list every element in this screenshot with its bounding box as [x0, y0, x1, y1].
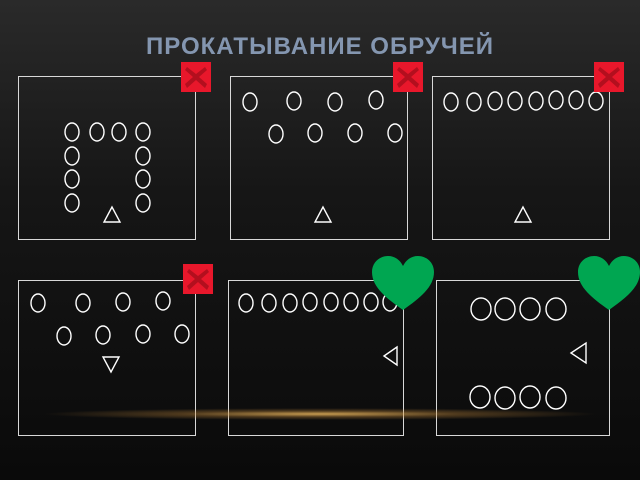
hoop — [115, 292, 131, 312]
hoop — [238, 293, 254, 313]
hoop — [494, 386, 516, 410]
panel-4[interactable] — [18, 280, 196, 436]
hoop — [261, 293, 277, 313]
hoop — [507, 91, 523, 111]
hoop — [64, 122, 80, 142]
red-cross-icon — [594, 62, 624, 92]
panel-5[interactable] — [228, 280, 404, 436]
slide-title: ПРОКАТЫВАНИЕ ОБРУЧЕЙ — [146, 33, 494, 60]
hoop — [64, 193, 80, 213]
hoop — [30, 293, 46, 313]
hoop — [588, 91, 604, 111]
hoop — [568, 90, 584, 110]
child-triangle-up — [513, 205, 533, 223]
panel-6-hoops — [469, 297, 567, 410]
hoop — [242, 92, 258, 112]
hoop — [307, 123, 323, 143]
hoop — [494, 297, 516, 321]
panel-4-hoops — [30, 291, 190, 346]
panel-2-hoops — [242, 90, 403, 144]
panel-1[interactable] — [18, 76, 196, 240]
hoop — [519, 297, 541, 321]
hoop — [443, 92, 459, 112]
panel-3-hoops — [443, 90, 604, 112]
red-cross-icon — [393, 62, 423, 92]
panel-5-hoops — [238, 292, 398, 313]
hoop — [135, 169, 151, 189]
hoop — [487, 91, 503, 111]
red-cross-icon — [181, 62, 211, 92]
hoop — [135, 324, 151, 344]
floor-glow — [40, 408, 600, 420]
child-triangle-left — [569, 341, 587, 365]
hoop — [89, 122, 105, 142]
hoop — [368, 90, 384, 110]
hoop — [174, 324, 190, 344]
panel-2[interactable] — [230, 76, 408, 240]
green-heart-icon — [578, 256, 640, 310]
hoop — [466, 92, 482, 112]
hoop — [545, 297, 567, 321]
hoop — [75, 293, 91, 313]
hoop — [286, 91, 302, 111]
hoop — [282, 293, 298, 313]
hoop — [95, 325, 111, 345]
hoop — [111, 122, 127, 142]
hoop — [327, 92, 343, 112]
hoop — [135, 146, 151, 166]
hoop — [519, 385, 541, 409]
panel-1-hoops — [64, 122, 151, 213]
hoop — [387, 123, 403, 143]
child-triangle-left — [382, 345, 398, 367]
hoop — [363, 292, 379, 312]
panel-3[interactable] — [432, 76, 610, 240]
hoop — [155, 291, 171, 311]
child-triangle-up — [313, 205, 333, 223]
hoop — [302, 292, 318, 312]
green-heart-icon — [372, 256, 434, 310]
red-cross-icon — [183, 264, 213, 294]
hoop — [528, 91, 544, 111]
hoop — [545, 386, 567, 410]
hoop — [343, 292, 359, 312]
child-triangle-up — [102, 205, 122, 223]
child-triangle-down — [101, 356, 121, 374]
hoop — [64, 146, 80, 166]
hoop — [469, 385, 491, 409]
panel-6[interactable] — [436, 280, 610, 436]
hoop — [548, 90, 564, 110]
hoop — [135, 193, 151, 213]
hoop — [347, 123, 363, 143]
hoop — [268, 124, 284, 144]
hoop — [470, 297, 492, 321]
hoop — [56, 326, 72, 346]
hoop — [135, 122, 151, 142]
hoop — [323, 292, 339, 312]
hoop — [64, 169, 80, 189]
